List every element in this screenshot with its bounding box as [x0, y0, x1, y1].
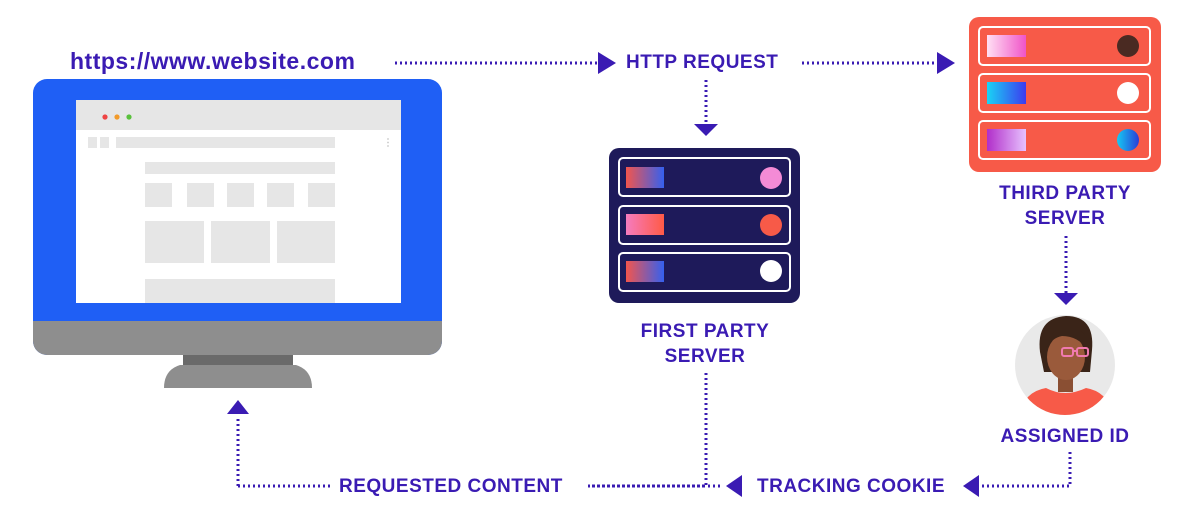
server-unit — [978, 26, 1151, 66]
arrow-left-icon — [726, 475, 742, 497]
third-party-server-icon — [969, 17, 1161, 172]
back-button-icon — [88, 137, 97, 148]
browser-menu-icon — [387, 138, 389, 147]
third-party-server-label: THIRD PARTY SERVER — [965, 181, 1165, 231]
monitor-neck — [183, 355, 293, 365]
third-party-label-line1: THIRD PARTY — [999, 183, 1131, 204]
connector-lines — [236, 61, 1072, 488]
first-party-label-line1: FIRST PARTY — [640, 321, 770, 342]
monitor-stand — [164, 365, 312, 388]
address-bar — [116, 137, 335, 148]
maximize-dot-icon — [126, 114, 132, 120]
arrow-left-icon — [963, 475, 979, 497]
computer-monitor-icon — [33, 79, 442, 388]
server-unit — [618, 157, 791, 197]
first-party-label-line2: SERVER — [664, 346, 746, 367]
first-party-server-icon — [609, 148, 800, 303]
arrow-down-icon — [1054, 293, 1078, 305]
monitor-chin — [33, 321, 442, 355]
arrow-right-icon — [937, 52, 955, 74]
requested-content-label: REQUESTED CONTENT — [339, 476, 563, 497]
server-unit — [618, 252, 791, 292]
website-url: https://www.website.com — [70, 48, 356, 74]
server-unit — [978, 120, 1151, 160]
arrowheads — [227, 52, 1078, 497]
minimize-dot-icon — [114, 114, 120, 120]
first-party-server-label: FIRST PARTY SERVER — [605, 319, 805, 369]
page-content-placeholder — [145, 162, 335, 303]
browser-titlebar — [76, 100, 401, 130]
server-unit — [618, 205, 791, 245]
glasses-icon — [1061, 347, 1089, 357]
id-to-cookie-line — [982, 452, 1072, 488]
arrow-down-icon — [694, 124, 718, 136]
user-avatar-icon — [1015, 315, 1115, 415]
close-dot-icon — [102, 114, 108, 120]
third-party-label-line2: SERVER — [1024, 208, 1106, 229]
assigned-id-label: ASSIGNED ID — [1000, 426, 1130, 447]
http-request-label: HTTP REQUEST — [626, 52, 779, 73]
tracking-cookie-label: TRACKING COOKIE — [757, 476, 945, 497]
server-unit — [978, 73, 1151, 113]
forward-button-icon — [100, 137, 109, 148]
arrow-right-icon — [598, 52, 616, 74]
first-party-down-line — [590, 373, 708, 488]
arrow-up-icon — [227, 400, 249, 414]
